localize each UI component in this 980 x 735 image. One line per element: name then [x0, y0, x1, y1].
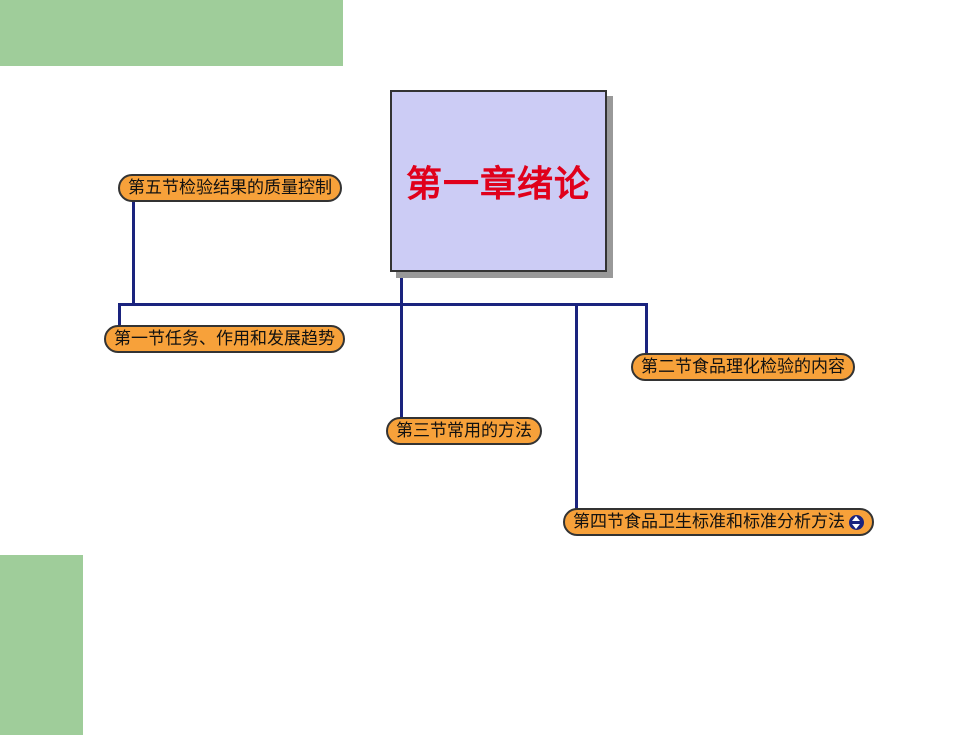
node-section4-label: 第四节食品卫生标准和标准分析方法 — [573, 512, 845, 532]
connector-section4 — [575, 303, 578, 511]
decorative-green-bar-bottom — [0, 555, 83, 735]
node-section2-label: 第二节食品理化检验的内容 — [641, 357, 845, 377]
node-section5-label: 第五节检验结果的质量控制 — [128, 178, 332, 198]
connector-section5 — [132, 202, 135, 305]
connector-section2 — [645, 303, 648, 353]
node-section3[interactable]: 第三节常用的方法 — [386, 417, 542, 445]
root-node[interactable]: 第一章绪论 — [390, 90, 607, 272]
decorative-green-bar-top — [0, 0, 343, 66]
node-section3-label: 第三节常用的方法 — [396, 421, 532, 441]
node-section2[interactable]: 第二节食品理化检验的内容 — [631, 353, 855, 381]
node-section1[interactable]: 第一节任务、作用和发展趋势 — [104, 325, 345, 353]
node-section1-label: 第一节任务、作用和发展趋势 — [114, 329, 335, 349]
node-section5[interactable]: 第五节检验结果的质量控制 — [118, 174, 342, 202]
expand-collapse-icon[interactable] — [849, 514, 864, 530]
connector-section1 — [118, 303, 121, 327]
node-section4[interactable]: 第四节食品卫生标准和标准分析方法 — [563, 508, 874, 536]
root-title: 第一章绪论 — [405, 163, 591, 205]
connector-root — [400, 278, 403, 418]
connector-horizontal — [118, 303, 648, 306]
